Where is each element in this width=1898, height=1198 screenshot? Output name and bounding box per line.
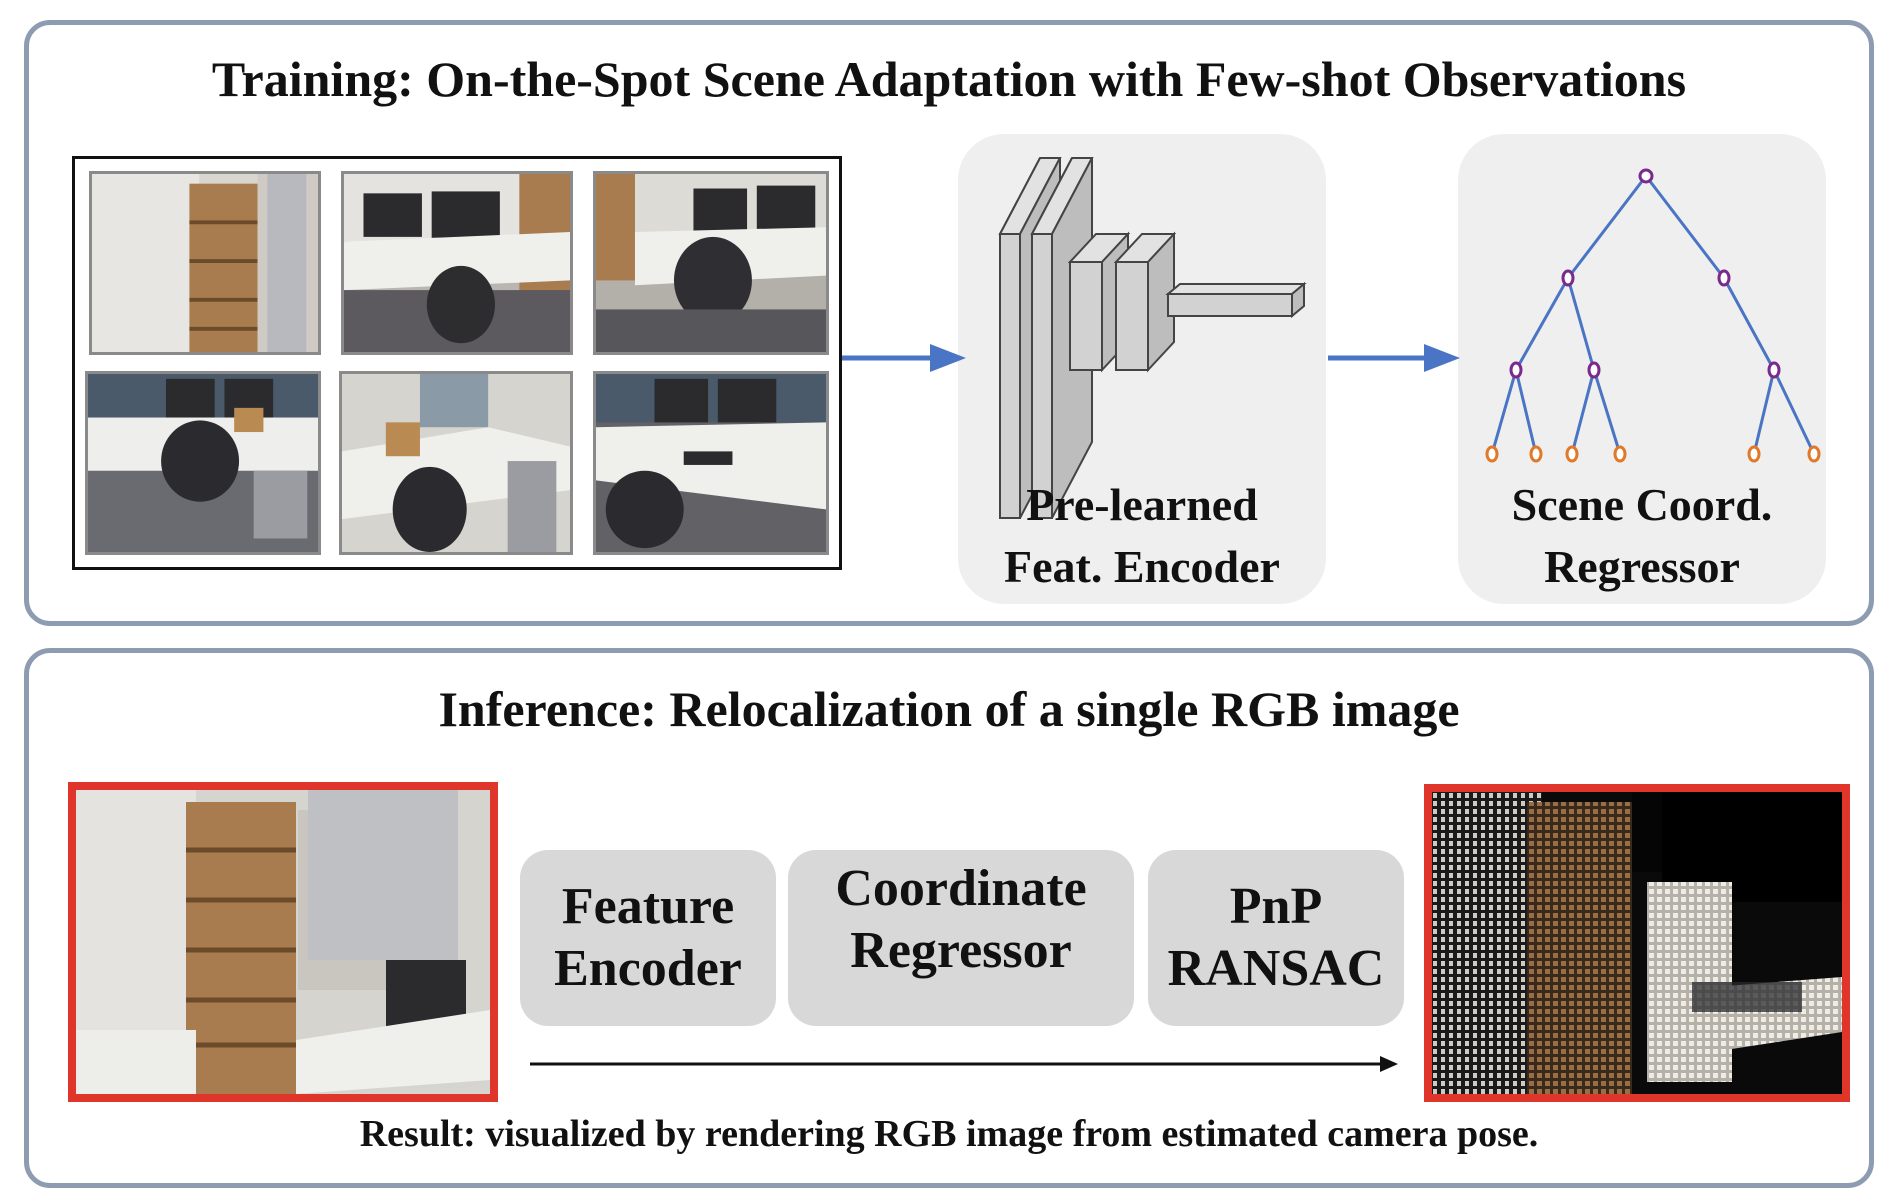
stage-pnp-ransac-line-1: PnP xyxy=(1229,878,1323,935)
regressor-label: Scene Coord. Regressor xyxy=(1458,474,1826,598)
observation-image-1 xyxy=(89,171,321,355)
pre-learned-feature-encoder: Pre-learned Feat. Encoder xyxy=(958,134,1326,604)
observation-image-3 xyxy=(593,171,829,355)
stage-coordinate-regressor-line-1: Coordinate xyxy=(835,860,1087,917)
training-title: Training: On-the-Spot Scene Adaptation w… xyxy=(211,51,1687,107)
stage-feature-encoder: Feature Encoder xyxy=(520,850,776,1026)
regressor-label-line-2: Regressor xyxy=(1544,541,1740,592)
stage-pnp-ransac-line-2: RANSAC xyxy=(1167,940,1385,997)
stage-coordinate-regressor: Coordinate Regressor xyxy=(788,850,1134,1026)
observation-image-6 xyxy=(593,371,829,555)
regression-tree-icon xyxy=(1485,168,1821,463)
result-caption: Result: visualized by rendering RGB imag… xyxy=(359,1113,1539,1155)
encoder-label-line-2: Feat. Encoder xyxy=(1004,541,1280,592)
stage-pnp-ransac: PnP RANSAC xyxy=(1148,850,1404,1026)
stage-feature-encoder-line-1: Feature xyxy=(561,878,735,935)
few-shot-image-grid xyxy=(72,156,842,570)
observation-image-5 xyxy=(339,371,573,555)
stage-feature-encoder-line-2: Encoder xyxy=(554,940,742,997)
scene-coordinate-regressor: Scene Coord. Regressor xyxy=(1458,134,1826,604)
stage-coordinate-regressor-line-2: Regressor xyxy=(850,922,1072,979)
encoder-layers-icon xyxy=(998,157,1307,519)
observation-image-4 xyxy=(85,371,321,555)
inference-title: Inference: Relocalization of a single RG… xyxy=(438,681,1460,737)
encoder-label: Pre-learned Feat. Encoder xyxy=(958,474,1326,598)
regressor-label-line-1: Scene Coord. xyxy=(1511,479,1773,530)
query-rgb-image xyxy=(68,782,498,1102)
observation-image-2 xyxy=(341,171,573,355)
encoder-label-line-1: Pre-learned xyxy=(1026,479,1258,530)
rendered-result-image xyxy=(1424,784,1850,1102)
